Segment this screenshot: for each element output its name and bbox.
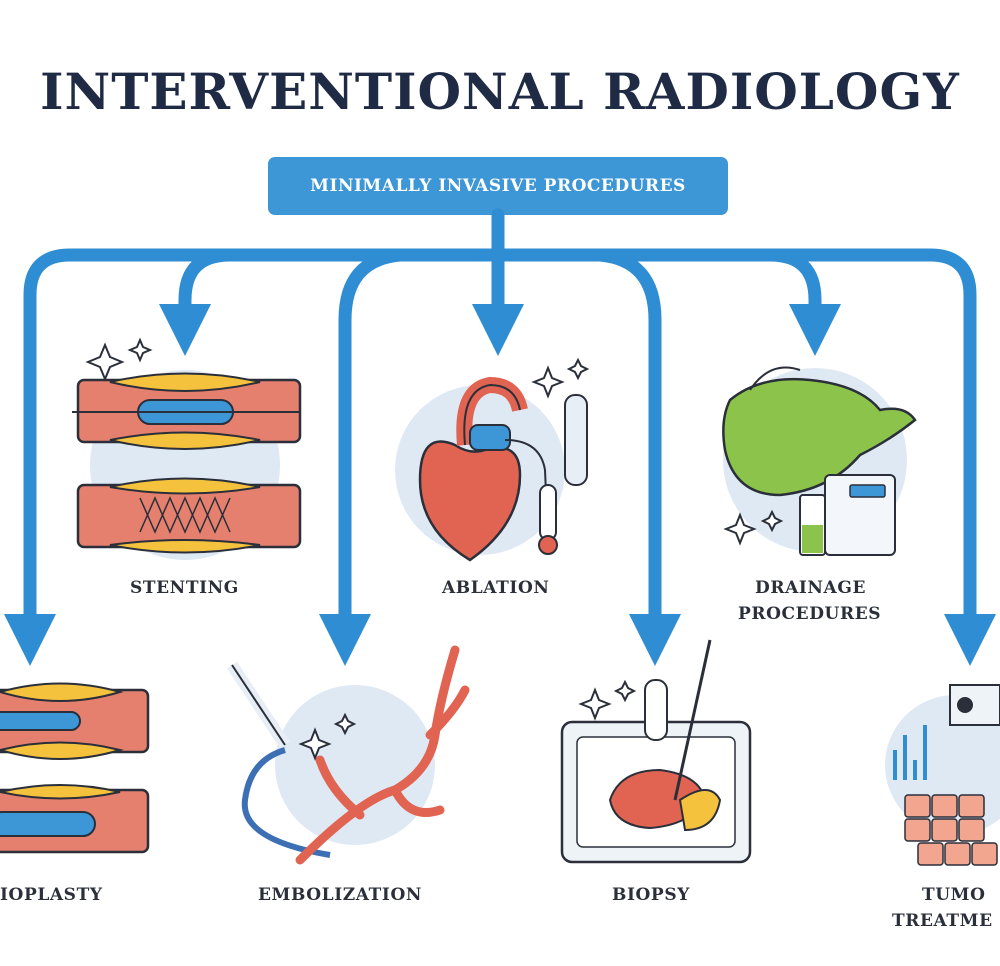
header-label: MINIMALLY INVASIVE PROCEDURES (310, 176, 686, 196)
tissue-cells (904, 794, 998, 866)
arrow-to-tumor (491, 248, 996, 666)
sparkle-icon (723, 512, 757, 546)
sparkle-icon (613, 679, 637, 703)
biopsy-illustration (560, 639, 752, 864)
sparkle-icon (298, 727, 332, 761)
label-ablation: ABLATION (442, 578, 550, 598)
page-title: INTERVENTIONAL RADIOLOGY (40, 62, 960, 121)
arrow-to-embolization (319, 248, 407, 666)
label-embolization: EMBOLIZATION (258, 885, 422, 905)
label-tumor-line2: TREATME (892, 911, 993, 931)
label-drainage-line1: DRAINAGE (755, 578, 867, 598)
arrow-to-angioplasty (4, 248, 505, 666)
arrow-to-biopsy (593, 248, 681, 666)
arrow-to-stenting (159, 248, 237, 356)
label-tumor-line1: TUMO (922, 885, 986, 905)
arrow-to-drainage (763, 248, 841, 356)
angioplasty-illustration (0, 682, 150, 854)
embolization-illustration (226, 645, 470, 865)
sparkle-icon (566, 357, 590, 381)
sparkle-icon (760, 509, 784, 533)
tumor-treatment-illustration (885, 684, 1000, 866)
sparkle-icon (85, 342, 125, 382)
label-stenting: STENTING (130, 578, 239, 598)
label-angioplasty: IOPLASTY (0, 885, 103, 905)
sparkle-icon (578, 687, 612, 721)
header-box: MINIMALLY INVASIVE PROCEDURES (268, 157, 728, 215)
sparkle-icon (333, 712, 357, 736)
stenting-illustration (72, 337, 302, 560)
sparkle-icon (531, 365, 565, 399)
label-biopsy: BIOPSY (612, 885, 690, 905)
label-drainage-line2: PROCEDURES (738, 604, 882, 624)
drainage-illustration (722, 366, 917, 556)
ablation-illustration (395, 357, 590, 562)
sparkle-icon (127, 337, 153, 363)
connector-arrows (4, 208, 996, 666)
